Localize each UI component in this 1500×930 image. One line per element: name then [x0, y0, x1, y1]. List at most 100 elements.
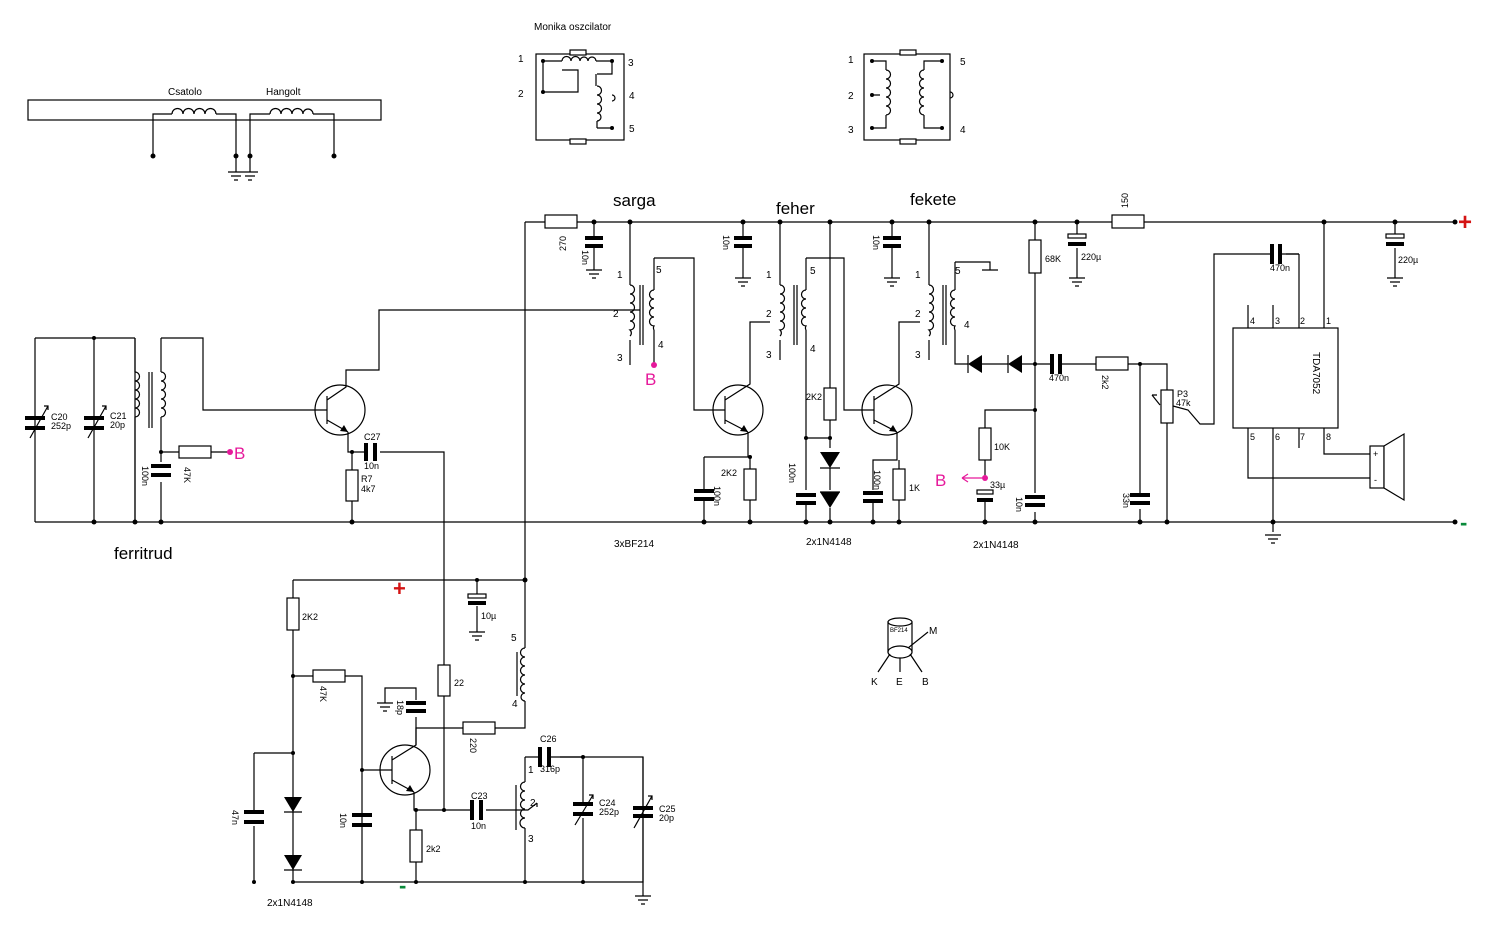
hangolt-label: Hangolt [266, 87, 301, 98]
sarga-b-marker: B [645, 370, 656, 389]
svg-text:150: 150 [1120, 193, 1130, 208]
svg-text:1: 1 [528, 765, 534, 776]
svg-text:2k2: 2k2 [426, 844, 441, 854]
svg-text:100n: 100n [712, 486, 722, 506]
osc-minus-marker: - [399, 873, 406, 898]
svg-text:5: 5 [629, 124, 635, 135]
agc-b-marker: B [935, 471, 946, 490]
feher-label: feher [776, 199, 815, 218]
svg-text:2K2: 2K2 [806, 392, 822, 402]
svg-text:1: 1 [766, 270, 772, 281]
svg-text:1: 1 [915, 270, 921, 281]
svg-text:+: + [1373, 449, 1378, 459]
if-amp-transistor-2: 1K 100n [861, 321, 920, 525]
svg-text:47n: 47n [230, 810, 240, 825]
svg-text:20p: 20p [110, 420, 125, 430]
svg-text:252p: 252p [599, 807, 619, 817]
svg-text:C23: C23 [471, 791, 488, 801]
svg-text:2: 2 [613, 309, 619, 320]
minus-supply-marker: - [1460, 510, 1467, 535]
audio-coupling-stage: 470n 2k2 33n P3 47k [1049, 253, 1270, 525]
svg-text:4: 4 [960, 125, 966, 136]
transistors-label: 3xBF214 [614, 539, 654, 550]
if-amp-transistor-1: 2K2 100n 3xBF214 [614, 321, 770, 550]
monika-title: Monika oszcilator [534, 22, 612, 33]
svg-text:100n: 100n [872, 470, 882, 490]
sarga-label: sarga [613, 191, 656, 210]
svg-text:470n: 470n [1049, 373, 1069, 383]
svg-text:B: B [922, 677, 929, 688]
svg-text:5: 5 [511, 633, 517, 644]
mixer-transistor: C27 10n R7 4k7 [314, 309, 640, 665]
plus-supply-marker: + [1458, 209, 1472, 236]
svg-text:4: 4 [810, 344, 816, 355]
svg-text:P3: P3 [1177, 389, 1188, 399]
svg-text:E: E [896, 677, 903, 688]
svg-text:4: 4 [1250, 316, 1255, 326]
svg-text:47K: 47K [318, 686, 328, 702]
diodes-label-c: 2x1N4148 [267, 898, 313, 909]
osc-plus-marker: + [393, 576, 406, 601]
svg-text:47k: 47k [1176, 398, 1191, 408]
svg-text:22: 22 [454, 678, 464, 688]
svg-text:5: 5 [1250, 432, 1255, 442]
svg-text:1: 1 [617, 270, 623, 281]
svg-text:BF214: BF214 [890, 628, 908, 634]
svg-text:2k2: 2k2 [1100, 375, 1110, 390]
svg-text:2: 2 [848, 91, 854, 102]
svg-text:10n: 10n [1014, 497, 1024, 512]
svg-text:4: 4 [629, 91, 635, 102]
svg-text:7: 7 [1300, 432, 1305, 442]
svg-text:2: 2 [1300, 316, 1305, 326]
ferrite-antenna-stage: C20 252p C21 20p 100n 47K B ferritrud [25, 336, 315, 563]
svg-text:2: 2 [530, 798, 536, 809]
if-coil-box: 1 2 3 5 4 [848, 49, 966, 145]
svg-text:2K2: 2K2 [302, 612, 318, 622]
svg-text:10K: 10K [994, 442, 1010, 452]
svg-text:8: 8 [1326, 432, 1331, 442]
svg-text:100n: 100n [787, 463, 797, 483]
svg-text:270: 270 [558, 236, 568, 251]
svg-text:2K2: 2K2 [721, 468, 737, 478]
if-transformer-feher: 2K2 100n 2x1N4148 1 2 3 5 4 [766, 219, 862, 548]
svg-text:3: 3 [766, 350, 772, 361]
if-transformer-sarga: B 1 2 3 5 4 [613, 219, 713, 411]
svg-text:C24: C24 [599, 798, 616, 808]
csatolo-label: Csatolo [168, 87, 202, 98]
svg-text:R7: R7 [361, 474, 373, 484]
svg-text:2: 2 [766, 309, 772, 320]
diodes-label-b: 2x1N4148 [973, 540, 1019, 551]
svg-text:33n: 33n [1121, 493, 1131, 508]
svg-text:10µ: 10µ [481, 611, 496, 621]
ferritrud-label: ferritrud [114, 544, 173, 563]
ic-label: TDA7052 [1310, 352, 1321, 395]
svg-text:5: 5 [955, 266, 961, 277]
svg-text:1: 1 [848, 55, 854, 66]
svg-text:3: 3 [528, 834, 534, 845]
rail-decoupling-caps: 10n 10n 10n [580, 219, 901, 287]
svg-text:1: 1 [1326, 316, 1331, 326]
local-oscillator-stage: 2K2 + 10µ 47K 47n 10n 2x1N4148 - 18p [230, 576, 676, 909]
fekete-label: fekete [910, 190, 956, 209]
if-transformer-fekete: 1 2 3 5 4 [915, 219, 998, 365]
svg-text:3: 3 [848, 125, 854, 136]
svg-text:33µ: 33µ [990, 480, 1005, 490]
svg-text:20p: 20p [659, 813, 674, 823]
svg-text:3: 3 [617, 353, 623, 364]
svg-text:220: 220 [468, 738, 478, 753]
ferrite-strip-drawing: Csatolo Hangolt [27, 87, 382, 181]
svg-text:5: 5 [810, 266, 816, 277]
svg-text:4: 4 [658, 340, 664, 351]
svg-text:C21: C21 [110, 411, 127, 421]
svg-text:10n: 10n [471, 821, 486, 831]
svg-text:10n: 10n [871, 235, 881, 250]
svg-text:3: 3 [915, 350, 921, 361]
svg-text:18p: 18p [395, 700, 405, 715]
supply-electrolytics: 220µ 220µ [1067, 219, 1418, 287]
svg-text:C20: C20 [51, 412, 68, 422]
svg-text:252p: 252p [51, 421, 71, 431]
svg-text:10n: 10n [721, 235, 731, 250]
diodes-label-a: 2x1N4148 [806, 537, 852, 548]
svg-text:C25: C25 [659, 804, 676, 814]
